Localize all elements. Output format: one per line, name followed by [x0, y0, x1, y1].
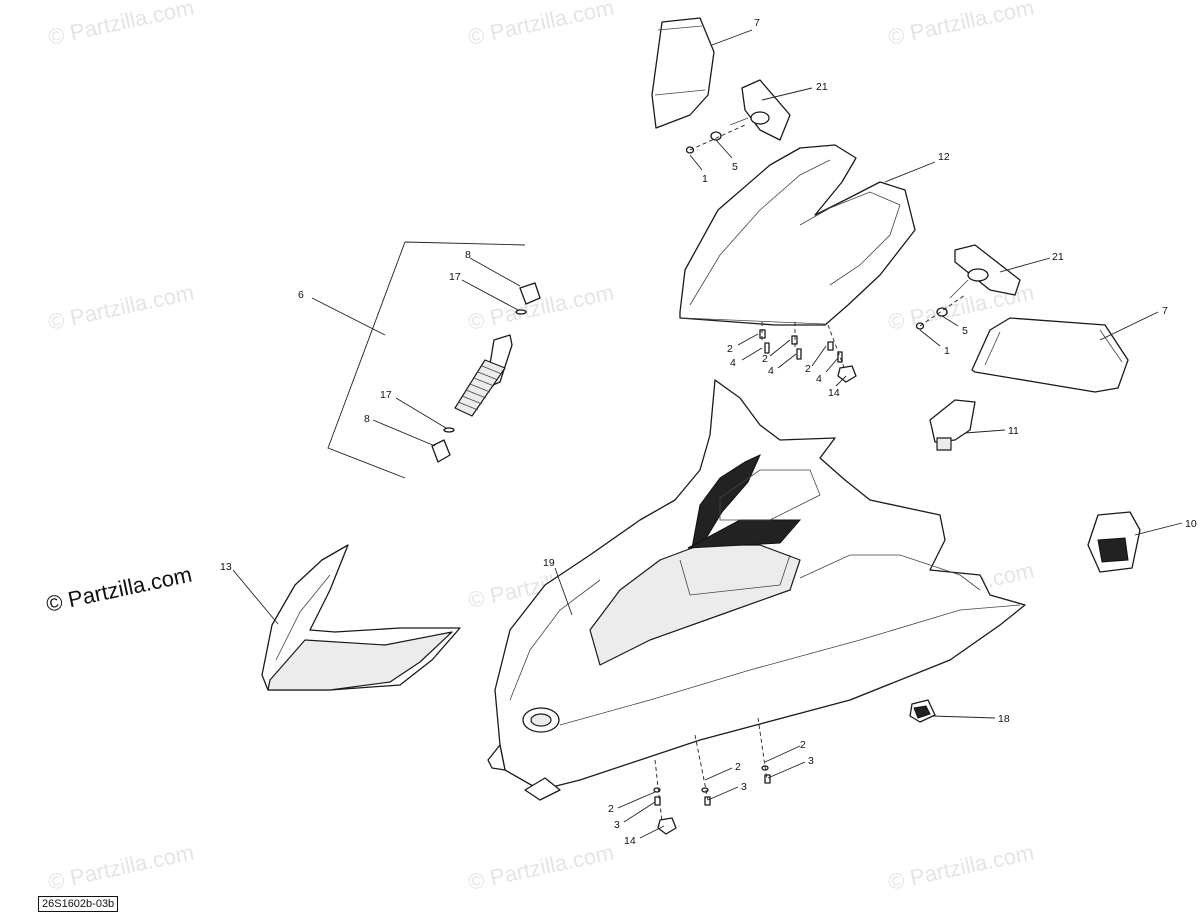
- latch-part-10: [1087, 511, 1141, 573]
- callout-label: 4: [768, 365, 774, 377]
- watermark: © Partzilla.com: [466, 0, 616, 50]
- callout-label: 10: [1185, 518, 1197, 530]
- callout-label: 19: [543, 557, 555, 569]
- callout-label: 6: [298, 289, 304, 301]
- watermark: © Partzilla.com: [46, 0, 196, 50]
- watermark: © Partzilla.com: [466, 840, 616, 895]
- watermark: © Partzilla.com: [46, 280, 196, 335]
- watermark: © Partzilla.com: [886, 840, 1036, 895]
- callout-label: 1: [702, 173, 708, 185]
- callout-label: 11: [1008, 425, 1019, 437]
- callout-labels: 7 21 1 5 12 21 5 1 7 2 4 2 4 2 4 14 11 1…: [220, 17, 1197, 847]
- hardware-upper: [685, 124, 746, 154]
- lower-fasteners: [653, 717, 771, 835]
- callout-label: 2: [727, 343, 733, 355]
- watermark: © Partzilla.com: [46, 840, 196, 895]
- seat-dashed-lines: [761, 322, 846, 371]
- callout-label: 2: [735, 761, 741, 773]
- callout-label: 21: [1052, 251, 1064, 263]
- callout-label: 13: [220, 561, 232, 573]
- callout-label: 14: [624, 835, 636, 847]
- front-cover-part-13: [261, 544, 461, 691]
- callout-label: 21: [816, 81, 828, 93]
- drawing-id-label: 26S1602b-03b: [38, 896, 119, 912]
- gas-spring-assembly-frame: [327, 241, 526, 479]
- callout-label: 2: [800, 739, 806, 751]
- callout-label: 4: [816, 373, 822, 385]
- clip-part-18: [909, 699, 936, 723]
- callout-label: 7: [754, 17, 760, 29]
- callout-label: 14: [828, 387, 840, 399]
- bracket-part-11: [929, 399, 976, 451]
- watermark: © Partzilla.com: [44, 562, 194, 617]
- mirror-glass-upper: [651, 17, 715, 129]
- callout-label: 18: [998, 713, 1010, 725]
- callout-label: 3: [741, 781, 747, 793]
- callout-label: 1: [944, 345, 950, 357]
- callout-label: 7: [1162, 305, 1168, 317]
- gas-spring: [431, 282, 541, 463]
- callout-label: 17: [449, 271, 461, 283]
- mirror-glass-right: [971, 317, 1129, 393]
- callout-label: 4: [730, 357, 736, 369]
- callout-label: 5: [962, 325, 968, 337]
- callout-label: 2: [762, 353, 768, 365]
- callout-label: 5: [732, 161, 738, 173]
- seat-fasteners: [759, 329, 857, 383]
- callout-label: 17: [380, 389, 392, 401]
- mirror-base-upper: [729, 79, 791, 141]
- body-part-19: [487, 379, 1026, 801]
- mirror-base-right: [949, 244, 1021, 299]
- callout-label: 2: [805, 363, 811, 375]
- watermark: © Partzilla.com: [466, 280, 616, 335]
- callout-label: 2: [608, 803, 614, 815]
- callout-label: 12: [938, 151, 950, 163]
- hardware-right: [915, 294, 966, 330]
- callout-label: 3: [614, 819, 620, 831]
- callout-label: 8: [465, 249, 471, 261]
- watermark: © Partzilla.com: [886, 0, 1036, 50]
- callout-label: 8: [364, 413, 370, 425]
- seat: [679, 144, 916, 326]
- callout-label: 3: [808, 755, 814, 767]
- leader-lines: [232, 29, 1183, 839]
